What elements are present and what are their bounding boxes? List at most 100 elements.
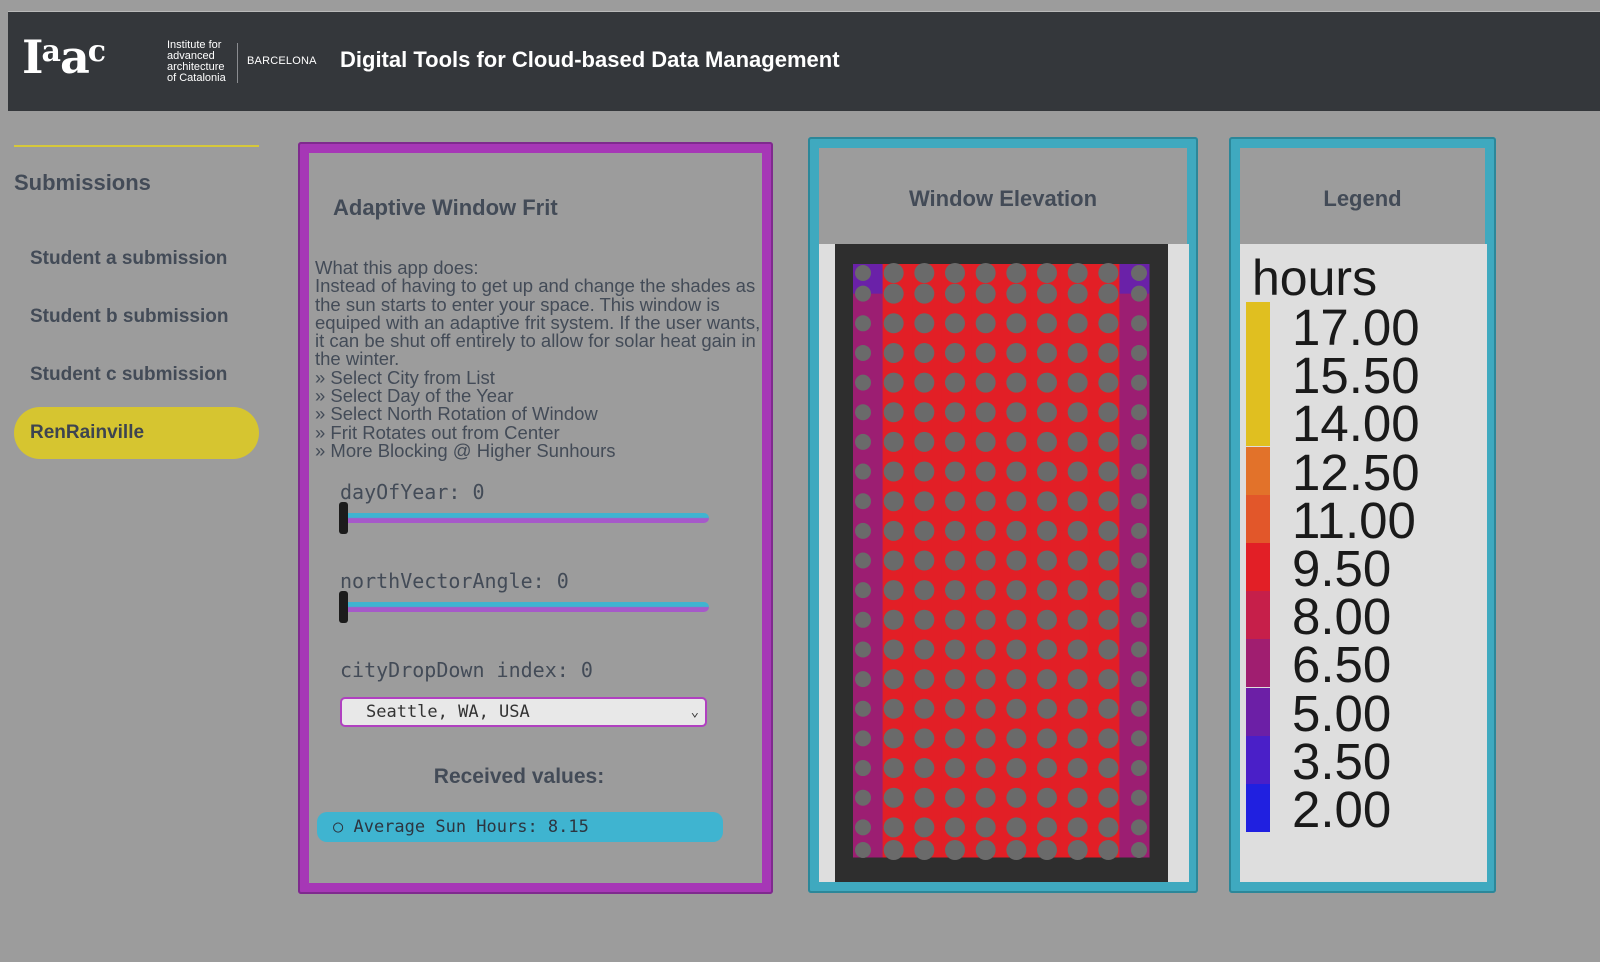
frit-dot bbox=[1067, 609, 1088, 630]
frit-dot bbox=[1067, 372, 1088, 393]
frit-dot bbox=[914, 520, 935, 541]
panel-title: Adaptive Window Frit bbox=[333, 195, 558, 220]
chevron-down-icon: ⌄ bbox=[690, 704, 699, 720]
top-header-bar: Iaac Institute for advanced architecture… bbox=[8, 11, 1600, 111]
frit-dot bbox=[945, 817, 965, 838]
frit-dot bbox=[1006, 520, 1027, 541]
legend-swatch bbox=[1246, 639, 1270, 688]
frit-dot bbox=[1098, 669, 1119, 690]
frit-dot bbox=[975, 787, 996, 808]
frit-dot bbox=[975, 520, 996, 541]
frit-dot bbox=[945, 402, 965, 423]
frit-dot bbox=[945, 639, 965, 660]
frit-dot bbox=[914, 669, 935, 690]
sidebar-item-student-c[interactable]: Student c submission bbox=[30, 364, 228, 385]
legend-value-label: 6.50 bbox=[1292, 636, 1392, 694]
frit-dot bbox=[975, 609, 996, 630]
frit-dot bbox=[883, 758, 904, 779]
window-elevation-viewport[interactable] bbox=[819, 244, 1189, 882]
frit-dot bbox=[855, 522, 871, 539]
frit-dot bbox=[1037, 263, 1057, 283]
frit-dot bbox=[855, 760, 871, 777]
frit-dot bbox=[855, 819, 871, 836]
frit-dot bbox=[1006, 787, 1027, 808]
frit-dot bbox=[975, 491, 996, 512]
frit-dot bbox=[1037, 698, 1057, 719]
frit-dot bbox=[883, 313, 904, 334]
frit-dot bbox=[1006, 840, 1027, 860]
sidebar-item-student-b[interactable]: Student b submission bbox=[30, 306, 229, 327]
frit-dot bbox=[855, 789, 871, 806]
frit-dot bbox=[1131, 842, 1147, 858]
frit-dot bbox=[1006, 639, 1027, 660]
day-of-year-slider-thumb[interactable] bbox=[339, 502, 348, 534]
frit-dot bbox=[1067, 787, 1088, 808]
frit-dot bbox=[855, 641, 871, 658]
frit-dot bbox=[1037, 283, 1057, 304]
frit-dot bbox=[883, 669, 904, 690]
description-heading: What this app does: bbox=[315, 257, 479, 278]
frit-dot bbox=[1131, 522, 1147, 539]
frit-dot bbox=[1131, 552, 1147, 569]
frit-dot bbox=[945, 787, 965, 808]
logo-line: advanced bbox=[167, 50, 215, 62]
frit-dot bbox=[1037, 728, 1057, 749]
frit-dot bbox=[1098, 461, 1119, 482]
legend-value-label: 3.50 bbox=[1292, 732, 1392, 790]
frit-dot bbox=[883, 609, 904, 630]
frit-dot bbox=[914, 580, 935, 601]
sidebar-item-student-a[interactable]: Student a submission bbox=[30, 248, 228, 269]
frit-dot bbox=[1037, 491, 1057, 512]
frit-dot bbox=[1131, 730, 1147, 747]
frit-dot bbox=[1037, 817, 1057, 838]
frit-dot bbox=[1067, 817, 1088, 838]
frit-dot bbox=[914, 758, 935, 779]
legend-value-label: 2.00 bbox=[1292, 781, 1392, 838]
frit-dot bbox=[1037, 840, 1057, 860]
legend-swatch bbox=[1246, 446, 1270, 495]
legend-swatch bbox=[1246, 494, 1270, 543]
frit-dot bbox=[1098, 609, 1119, 630]
frit-dot bbox=[1098, 342, 1119, 363]
sidebar-item-renrainville[interactable]: RenRainville bbox=[14, 407, 259, 459]
frit-dot bbox=[1131, 493, 1147, 510]
legend-swatch bbox=[1246, 302, 1270, 350]
frit-dot bbox=[883, 550, 904, 571]
frit-dot bbox=[975, 580, 996, 601]
frit-dot bbox=[1098, 372, 1119, 393]
day-of-year-slider[interactable] bbox=[341, 513, 709, 523]
legend-swatch bbox=[1246, 687, 1270, 736]
frit-dot bbox=[855, 671, 871, 688]
frit-dot bbox=[855, 552, 871, 569]
frit-dot bbox=[914, 840, 935, 860]
north-vector-angle-slider-thumb[interactable] bbox=[339, 591, 348, 623]
city-dropdown-value: Seattle, WA, USA bbox=[366, 702, 530, 722]
legend-value-label: 14.00 bbox=[1292, 395, 1420, 453]
frit-dot bbox=[1006, 609, 1027, 630]
frit-dot bbox=[1037, 461, 1057, 482]
frit-dot bbox=[883, 491, 904, 512]
frit-dot bbox=[1037, 520, 1057, 541]
frit-dot bbox=[1067, 431, 1088, 452]
north-vector-angle-slider[interactable] bbox=[341, 602, 709, 612]
panel-title: Legend bbox=[1323, 186, 1402, 211]
frit-dot bbox=[1006, 372, 1027, 393]
frit-dot bbox=[855, 404, 871, 421]
legend-swatch bbox=[1246, 543, 1270, 591]
frit-dot bbox=[975, 698, 996, 719]
frit-dot bbox=[945, 580, 965, 601]
frit-dot bbox=[855, 493, 871, 510]
frit-dot bbox=[1037, 787, 1057, 808]
frit-dot bbox=[975, 342, 996, 363]
frit-dot bbox=[1098, 402, 1119, 423]
frit-dot bbox=[914, 313, 935, 334]
frit-dot bbox=[914, 431, 935, 452]
frit-dot bbox=[1006, 491, 1027, 512]
frit-dot bbox=[1131, 374, 1147, 391]
frit-dot bbox=[855, 344, 871, 361]
iaac-logo[interactable]: Iaac bbox=[22, 30, 106, 84]
frit-dot bbox=[1006, 461, 1027, 482]
frit-dot bbox=[855, 265, 871, 281]
city-dropdown[interactable]: Seattle, WA, USA ⌄ bbox=[340, 697, 707, 727]
legend-value-label: 17.00 bbox=[1292, 299, 1420, 356]
